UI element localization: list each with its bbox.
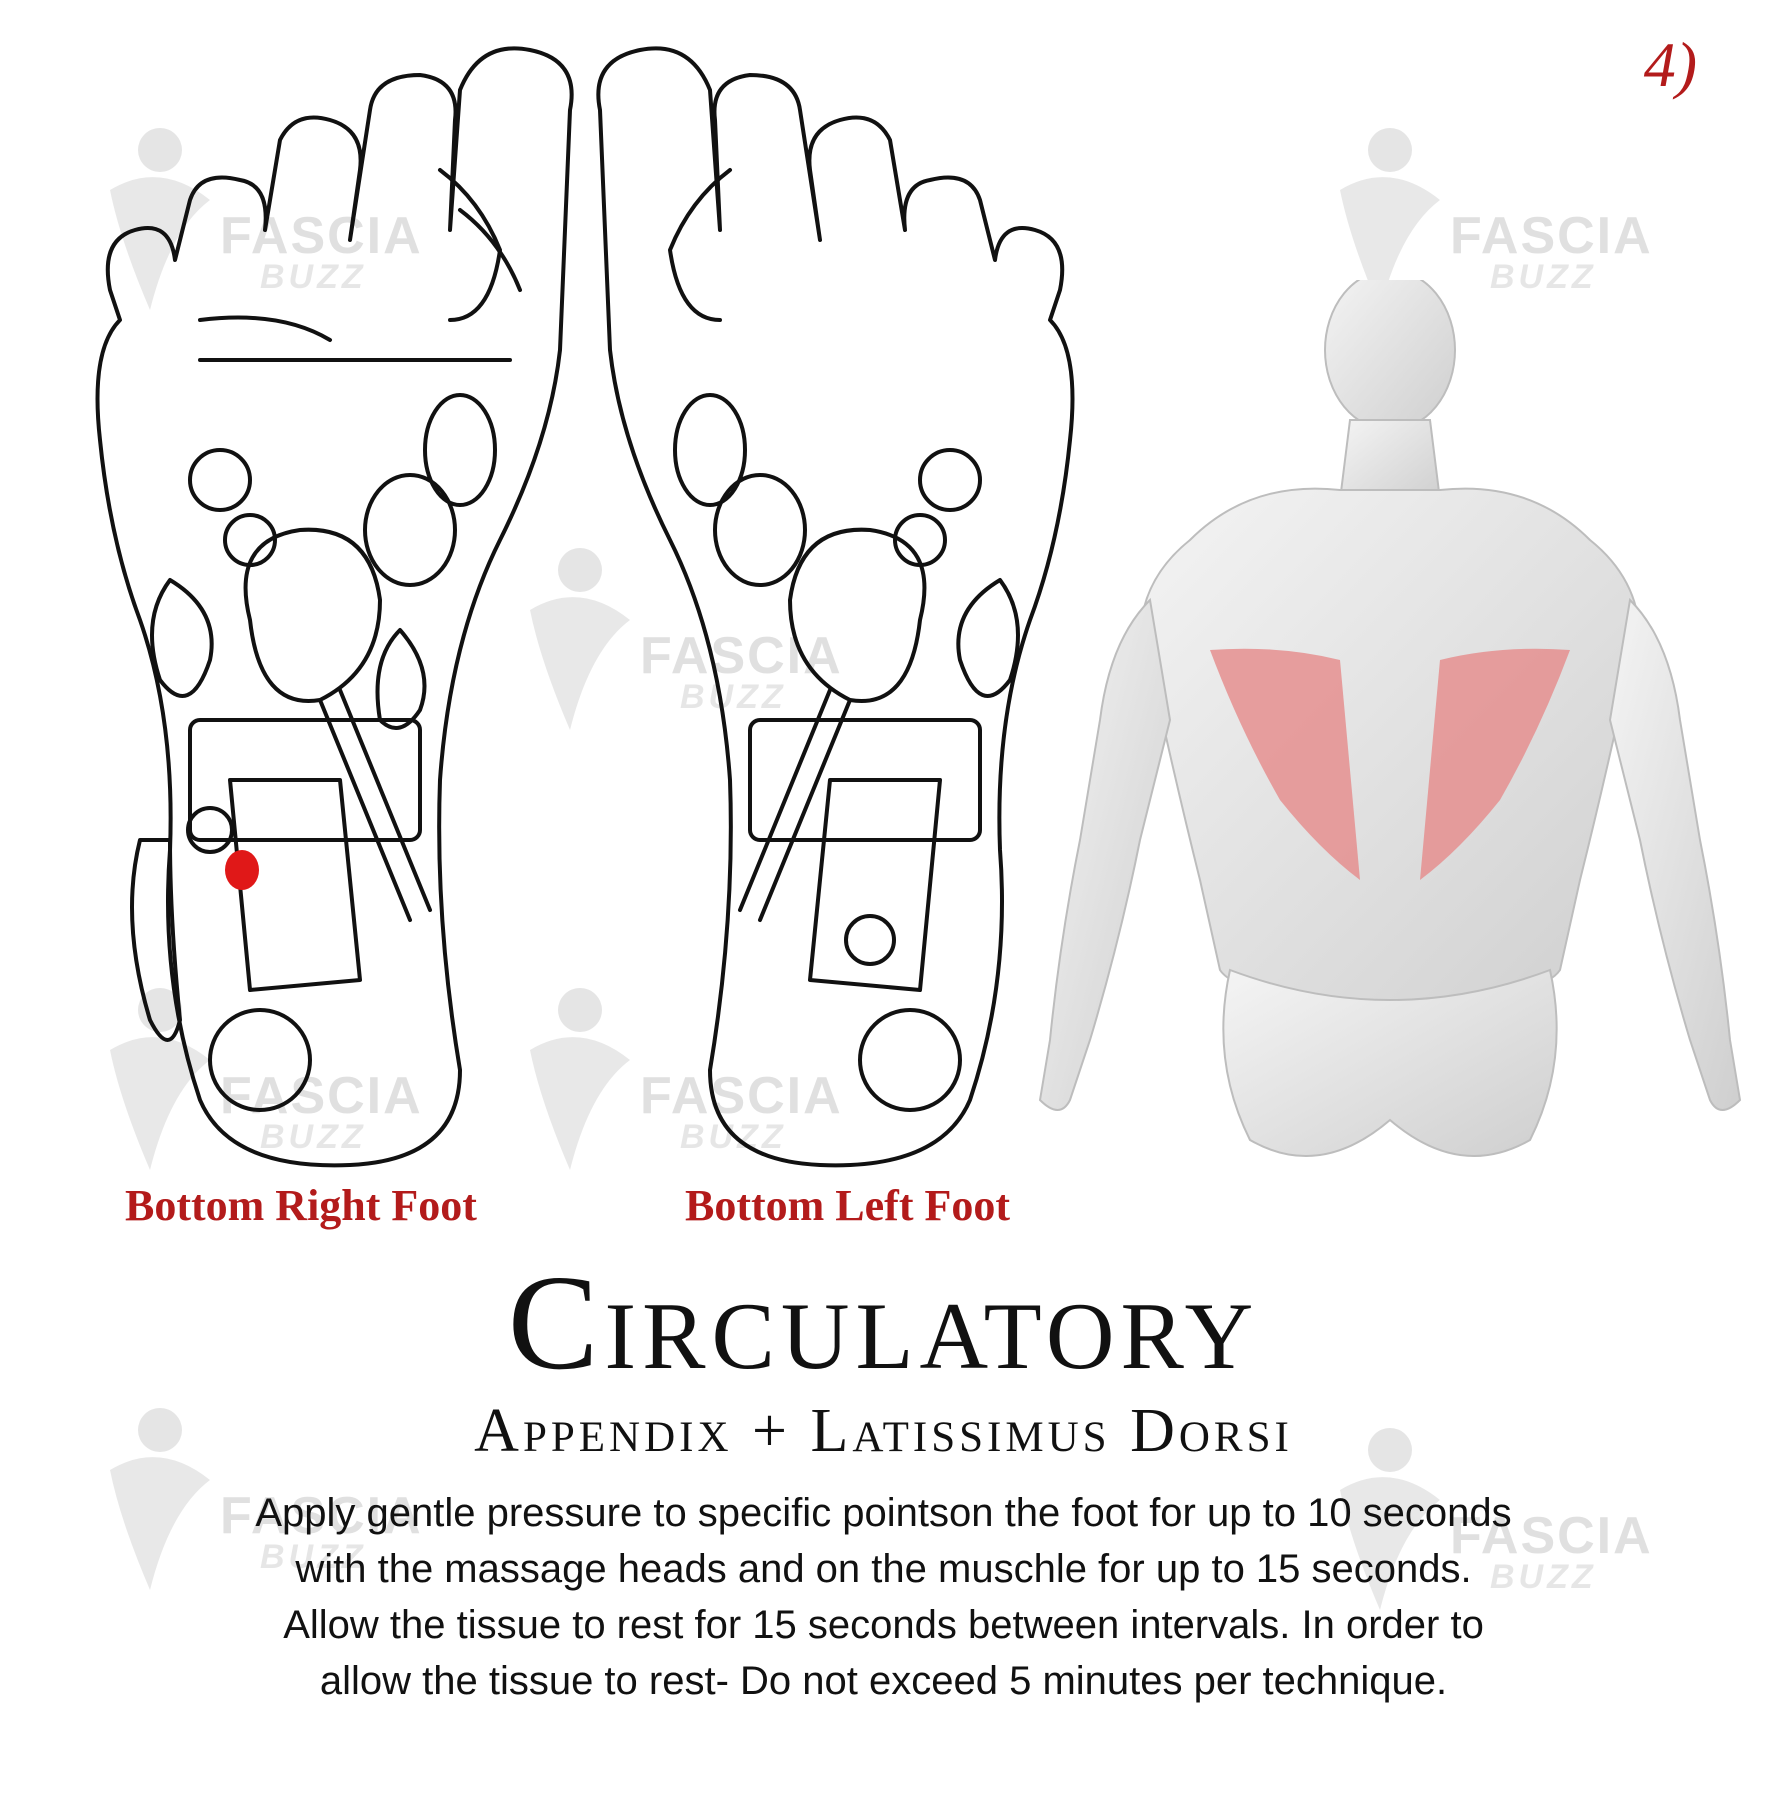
watermark-logo: FASCIA BUZZ bbox=[1330, 1420, 1651, 1620]
watermark-logo: FASCIA BUZZ bbox=[520, 980, 841, 1180]
watermark-logo: FASCIA BUZZ bbox=[520, 540, 841, 740]
left-foot-diagram bbox=[596, 46, 1075, 1168]
instruction-line: Apply gentle pressure to specific points… bbox=[255, 1491, 1512, 1535]
right-foot-diagram bbox=[95, 46, 574, 1168]
page-subtitle: Appendix + Latissimus Dorsi bbox=[474, 1397, 1293, 1465]
page-title: Circulatory bbox=[507, 1248, 1260, 1398]
watermark-logo: FASCIA BUZZ bbox=[100, 1400, 421, 1600]
instruction-line: allow the tissue to rest- Do not exceed … bbox=[319, 1659, 1448, 1703]
foot-reflexology-map bbox=[95, 46, 1075, 1168]
bottom-right-foot-label: Bottom Right Foot bbox=[125, 1181, 477, 1230]
watermark-logo: FASCIA BUZZ bbox=[1330, 120, 1651, 320]
instruction-line: Allow the tissue to rest for 15 seconds … bbox=[283, 1603, 1484, 1647]
page-number: 4) bbox=[1643, 29, 1697, 100]
bottom-left-foot-label: Bottom Left Foot bbox=[685, 1181, 1011, 1230]
watermark-logo: FASCIA BUZZ bbox=[100, 120, 421, 320]
pressure-point-marker bbox=[225, 850, 259, 890]
instructions-text: Apply gentle pressure to specific points… bbox=[100, 1485, 1667, 1709]
watermark-logo: FASCIA BUZZ bbox=[100, 980, 421, 1180]
latissimus-dorsi-highlight bbox=[1210, 648, 1570, 880]
instruction-line: with the massage heads and on the muschl… bbox=[295, 1547, 1472, 1591]
back-muscles-figure bbox=[1038, 280, 1742, 1157]
